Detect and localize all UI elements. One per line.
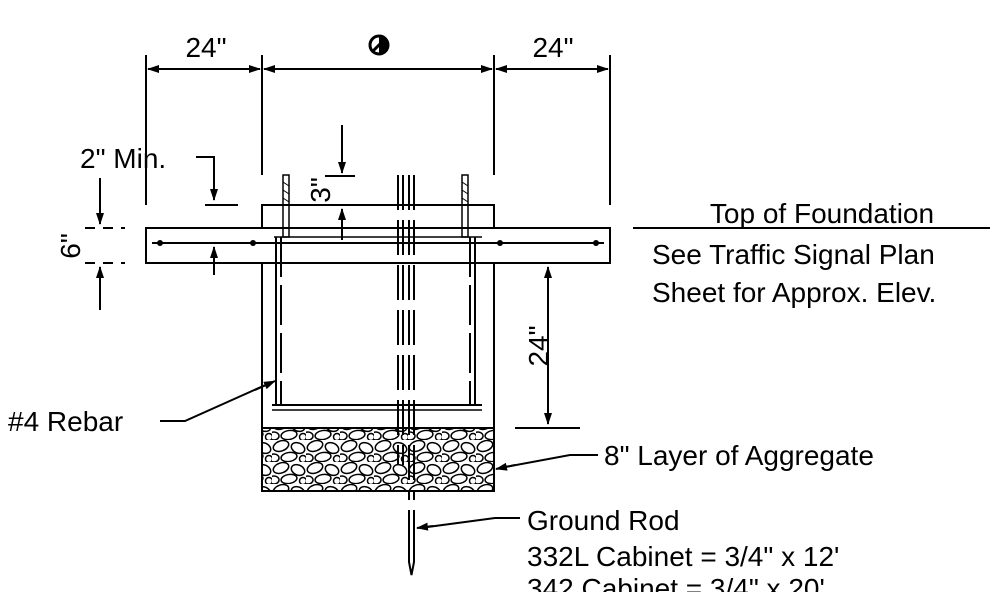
left-width-label: 24"	[185, 32, 226, 63]
ground-rod	[408, 510, 415, 576]
anchor-bolt-right	[461, 174, 469, 238]
anchor-bolt-left	[282, 174, 290, 238]
elevation-note-line-2: Sheet for Approx. Elev.	[652, 277, 936, 308]
top-of-foundation-callout: Top of Foundation See Traffic Signal Pla…	[633, 198, 990, 308]
width-dimension-group: 24" 24"	[145, 32, 611, 205]
conduit-group	[397, 175, 415, 576]
ground-rod-leader	[419, 517, 520, 529]
rebar-dot	[593, 240, 599, 246]
rebar-label: #4 Rebar	[8, 406, 123, 437]
min-cover-dimension: 2" Min.	[80, 143, 238, 275]
ground-rod-callout: Ground Rod 332L Cabinet = 3/4" x 12' 342…	[416, 505, 839, 592]
diameter-symbol-icon	[368, 34, 390, 56]
pad-thickness-dimension: 6"	[55, 178, 125, 310]
aggregate-layer	[261, 427, 495, 492]
depth-dimension: 24"	[515, 262, 580, 429]
min-cover-label: 2" Min.	[80, 143, 166, 174]
right-width-label: 24"	[532, 32, 573, 63]
foundation-pier-outline	[261, 263, 495, 429]
ground-rod-note-2: 342 Cabinet = 3/4" x 20'	[527, 573, 825, 592]
aggregate-label: 8" Layer of Aggregate	[604, 440, 874, 471]
rebar-dot	[497, 240, 503, 246]
rebar-callout: #4 Rebar	[8, 380, 276, 437]
rebar-dot	[250, 240, 256, 246]
foundation-body	[145, 204, 611, 492]
elevation-note-line-1: See Traffic Signal Plan	[652, 239, 935, 270]
ground-rod-note-1: 332L Cabinet = 3/4" x 12'	[527, 541, 839, 572]
top-projection-label: 3"	[305, 177, 336, 203]
aggregate-callout: 8" Layer of Aggregate	[495, 440, 874, 471]
min-cover-leader	[196, 156, 215, 172]
rebar-leader	[160, 382, 271, 422]
pad-thickness-label: 6"	[55, 233, 86, 259]
top-of-foundation-label: Top of Foundation	[710, 198, 934, 229]
rebar-dot	[157, 240, 163, 246]
aggregate-leader	[499, 454, 598, 469]
top-projection-dimension: 3"	[305, 125, 355, 240]
foundation-top-projection	[261, 204, 495, 229]
rebar-cage	[152, 174, 604, 411]
depth-label: 24"	[523, 325, 554, 366]
ground-rod-title: Ground Rod	[527, 505, 680, 536]
foundation-pad	[145, 227, 611, 264]
